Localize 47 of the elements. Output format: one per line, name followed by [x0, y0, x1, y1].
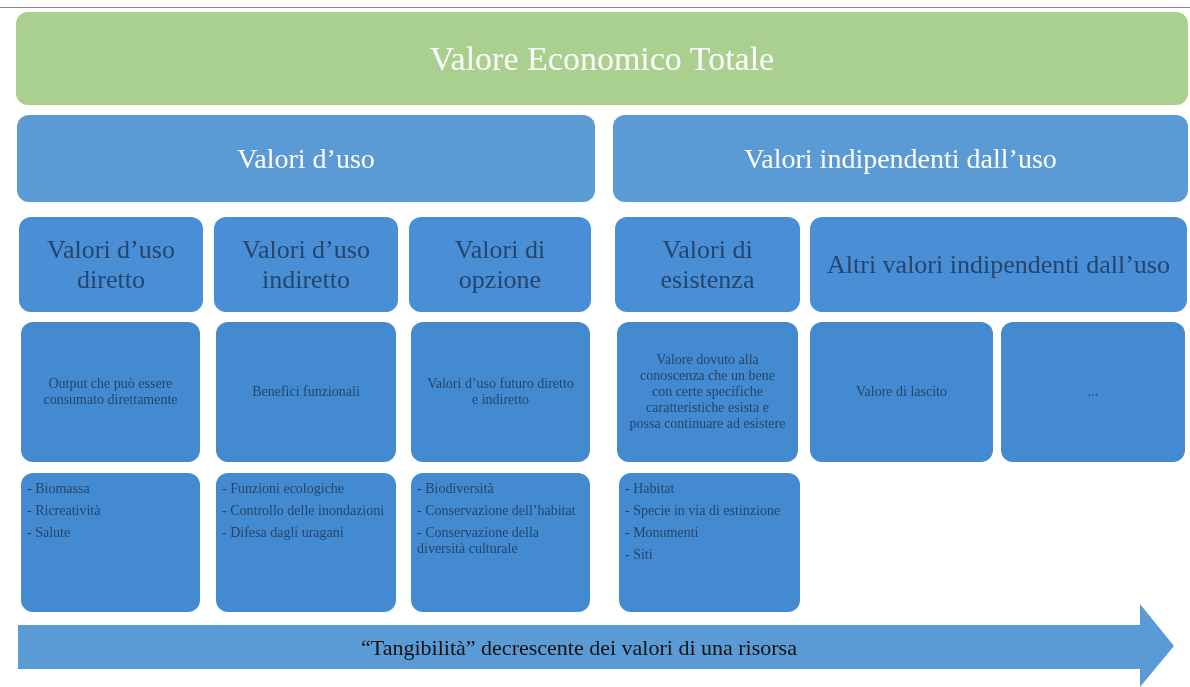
list-item: - Ricreatività [27, 503, 101, 519]
box-text: Valore dovuto alla conoscenza che un bene con certe specifiche caratteristiche esista e possa continuare ad esistere [629, 352, 786, 432]
box-text: Valori d’uso futuro diretto e indiretto [426, 376, 575, 408]
list-item: - Biomassa [27, 481, 90, 497]
description-box [216, 322, 396, 462]
description-box [21, 322, 200, 462]
description-box [411, 322, 590, 462]
category-box [19, 217, 203, 312]
list-item: - Conservazione della diversità culturale [417, 525, 541, 557]
category-box [214, 217, 398, 312]
box-text: Valori di opzione [453, 234, 547, 295]
box-text: Benefici funzionali [252, 384, 360, 400]
box-text: Valore Economico Totale [429, 39, 775, 78]
box-text: Valori d’uso [237, 142, 375, 175]
box-text: Valori d’uso diretto [46, 234, 176, 295]
list-item: - Biodiversità [417, 481, 494, 497]
box-text: Valore di lascito [856, 384, 947, 400]
category-box [810, 217, 1187, 312]
list-item: - Habitat [625, 481, 675, 497]
direction-arrow [18, 604, 1174, 687]
list-item: - Conservazione dell’habitat [417, 503, 576, 519]
box-text: Valori indipendenti dall’uso [744, 142, 1057, 175]
list-item: - Siti [625, 547, 653, 563]
description-box [617, 322, 798, 462]
category-box [615, 217, 800, 312]
category-box [409, 217, 591, 312]
arrow-label: “Tangibilità” decrescente dei valori di una risorsa [360, 635, 798, 661]
box-text: Output che può essere consumato direttamente [42, 376, 179, 408]
box-text: Valori d’uso indiretto [241, 234, 371, 295]
example-list-box [411, 473, 590, 612]
list-item: - Salute [27, 525, 71, 541]
example-list-box [216, 473, 396, 612]
title-banner [16, 12, 1188, 105]
box-text: ... [1087, 384, 1099, 400]
category-box [613, 115, 1188, 202]
example-list-box [21, 473, 200, 612]
list-item: - Funzioni ecologiche [222, 481, 345, 497]
description-box [810, 322, 993, 462]
list-item: - Specie in via di estinzione [625, 503, 781, 519]
box-text: Valori di esistenza [659, 234, 756, 295]
list-item: - Monumenti [625, 525, 699, 541]
list-item: - Difesa dagli uragani [222, 525, 344, 541]
box-text: Altri valori indipendenti dall’uso [827, 249, 1170, 280]
example-list-box [619, 473, 800, 612]
category-box [17, 115, 595, 202]
description-box [1001, 322, 1185, 462]
list-item: - Controllo delle inondazioni [222, 503, 385, 519]
